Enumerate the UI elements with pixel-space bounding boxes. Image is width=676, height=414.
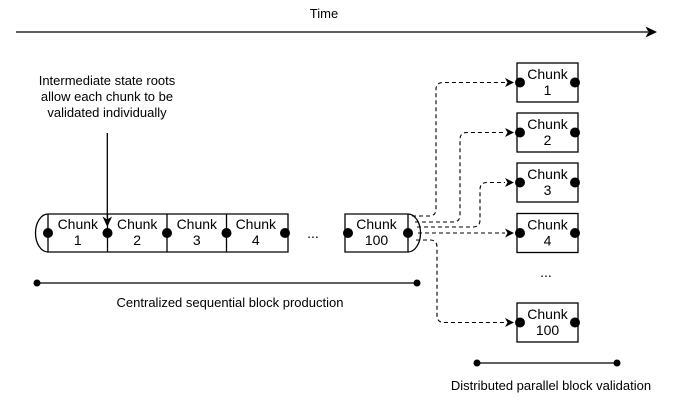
state-root-dot [515, 228, 525, 238]
production-endpoint-dot [413, 279, 421, 287]
production-chain-outline [47, 213, 289, 253]
state-root-dot [515, 177, 525, 188]
annotation-line-2: allow each chunk to be [41, 89, 173, 104]
chunk-number: 2 [133, 232, 141, 248]
chunk-title: Chunk [527, 66, 568, 82]
annotation-line-1: Intermediate state roots [39, 73, 176, 88]
chunk-number: 100 [536, 322, 560, 338]
connector-arrowhead [505, 318, 514, 327]
production-caption-group: Centralized sequential block production [33, 279, 421, 310]
connector-to-chunk-100 [416, 239, 505, 324]
connector-arrowhead [505, 78, 514, 87]
state-root-dot [570, 317, 580, 328]
connector-arrowhead [505, 128, 514, 137]
chunk-number: 4 [252, 232, 260, 248]
validation-endpoint-dot [473, 359, 481, 367]
chunk-title: Chunk [356, 216, 397, 232]
validation-ellipsis: ... [540, 264, 552, 280]
production-chain-left-cap [34, 213, 49, 253]
production-endpoint-dot [33, 279, 41, 287]
state-root-dot [570, 127, 580, 138]
chunk-number: 2 [544, 132, 552, 148]
state-root-dot [43, 228, 53, 238]
production-caption: Centralized sequential block production [117, 295, 344, 310]
connector-to-chunk-3 [417, 181, 505, 228]
validation-chunk-box: Chunk 1 [515, 62, 580, 103]
state-root-dot [221, 228, 232, 238]
validation-endpoint-dot [613, 359, 621, 367]
final-chunk-box: Chunk 100 [343, 213, 422, 253]
connector-to-chunk-2 [415, 131, 505, 223]
time-label: Time [310, 6, 338, 21]
validation-chunk-box: Chunk 3 [515, 162, 580, 203]
state-root-dot [515, 127, 525, 138]
validation-caption-group: Distributed parallel block validation [451, 359, 651, 393]
connector-to-chunk-1 [412, 81, 505, 217]
state-root-dot [403, 228, 413, 238]
production-chunk-cell: Chunk 4 [236, 216, 277, 248]
validation-connectors [412, 78, 514, 327]
chunk-title: Chunk [236, 216, 277, 232]
validation-caption: Distributed parallel block validation [451, 378, 651, 393]
chunk-title: Chunk [527, 217, 568, 233]
validation-chunk-box: Chunk 100 [515, 302, 580, 343]
chunk-number: 1 [74, 232, 82, 248]
sequence-ellipsis: ... [307, 225, 319, 241]
state-root-dot [343, 228, 353, 238]
state-root-dot [570, 77, 580, 88]
chunk-title: Chunk [527, 116, 568, 132]
chunk-title: Chunk [177, 216, 218, 232]
chunk-title: Chunk [527, 166, 568, 182]
validation-column: Chunk 1 Chunk 2 Chunk 3 Chunk 4 ... [515, 62, 580, 343]
validation-chunk-box: Chunk 4 [515, 212, 580, 254]
state-root-dot [280, 228, 290, 238]
chunk-number: 3 [544, 182, 552, 198]
state-root-dot [515, 77, 525, 88]
annotation-line-3: validated individually [47, 105, 167, 120]
production-chunk-cell: Chunk 1 [58, 216, 99, 248]
state-root-dot [162, 228, 172, 238]
state-root-dot [515, 317, 525, 328]
chunk-box-outline [516, 212, 579, 254]
chunk-number: 4 [544, 233, 552, 249]
chunk-title: Chunk [117, 216, 158, 232]
validation-chunk-box: Chunk 2 [515, 112, 580, 153]
chunk-box-outline [516, 112, 579, 153]
chunk-number: 100 [365, 232, 389, 248]
state-root-dot [570, 177, 580, 188]
time-axis-arrowhead [645, 26, 657, 38]
production-chain: Chunk 1 Chunk 2 Chunk 3 Chunk 4 ... Chun… [34, 213, 422, 253]
chunk-number: 1 [544, 82, 552, 98]
final-chunk-outline [344, 213, 409, 253]
production-chunk-cell: Chunk 2 [117, 216, 158, 248]
state-root-dot [570, 228, 580, 238]
chunk-title: Chunk [527, 306, 568, 322]
time-axis: Time [16, 6, 657, 38]
connector-arrowhead [505, 228, 514, 238]
chunk-title: Chunk [58, 216, 99, 232]
annotation: Intermediate state roots allow each chun… [39, 73, 176, 227]
production-chunk-cell: Chunk 3 [177, 216, 218, 248]
connector-arrowhead [505, 178, 514, 187]
chunk-number: 3 [193, 232, 201, 248]
state-root-dot [102, 228, 113, 238]
